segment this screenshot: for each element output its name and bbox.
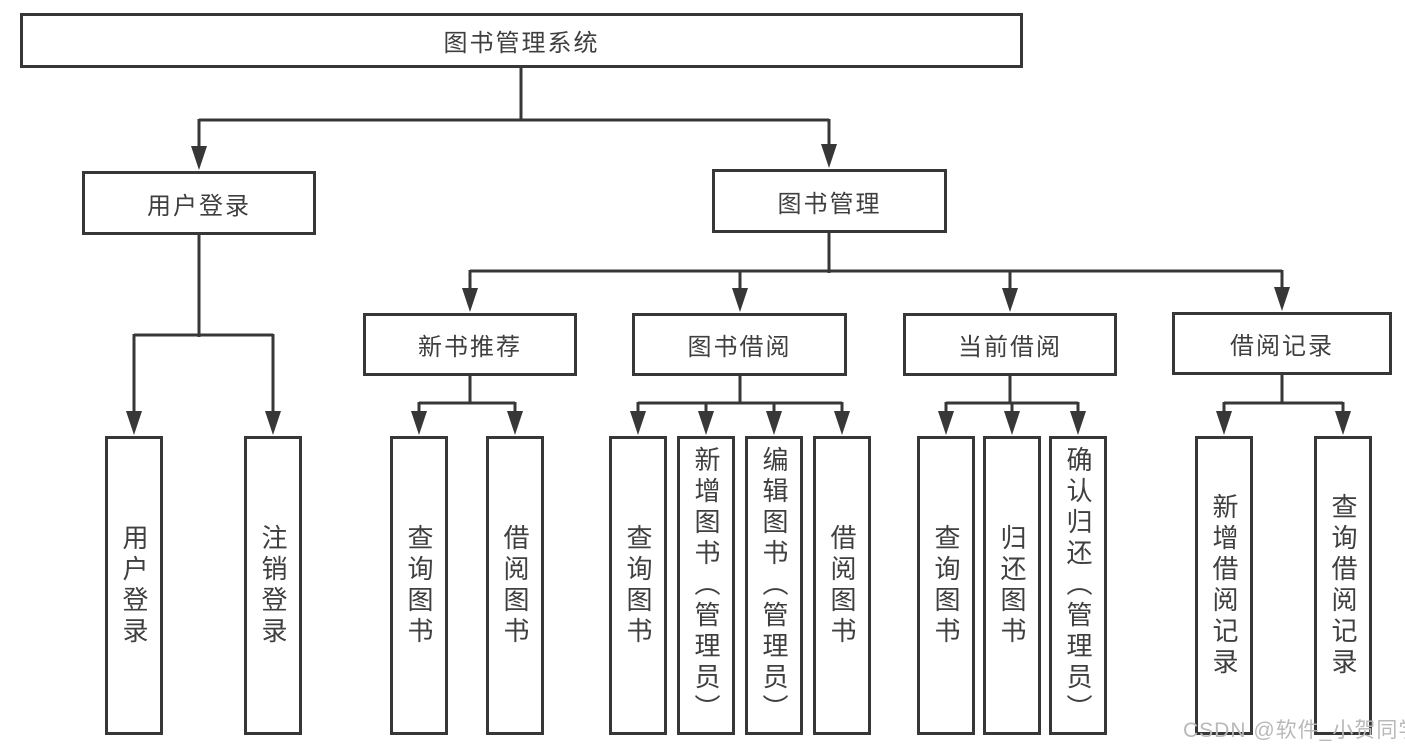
node-book-borrowing: 图书借阅 [632,313,847,376]
node-book-borrowing-label: 图书借阅 [687,334,792,361]
leaf-add-borrow-record-label: 新增借阅记录 [1209,492,1239,679]
leaf-query-books-borrowing: 查询图书 [609,436,667,735]
node-root-label: 图书管理系统 [443,30,600,57]
leaf-user-login: 用户登录 [105,436,163,735]
node-user-login-branch: 用户登录 [82,171,316,235]
leaf-return-books-label: 归还图书 [997,523,1027,648]
leaf-add-borrow-record: 新增借阅记录 [1195,436,1253,735]
node-user-login-branch-label: 用户登录 [147,192,251,220]
leaf-confirm-return-admin: 确认归还（管理员） [1049,436,1107,735]
leaf-query-borrow-record: 查询借阅记录 [1314,436,1372,735]
leaf-logout-label: 注销登录 [258,523,288,648]
node-new-book-recommend-label: 新书推荐 [418,334,522,361]
leaf-query-books-current: 查询图书 [917,436,975,735]
node-current-borrowing-label: 当前借阅 [958,334,1062,361]
leaf-query-books-current-label: 查询图书 [931,523,961,648]
leaf-user-login-label: 用户登录 [119,523,149,648]
node-new-book-recommend: 新书推荐 [363,313,577,376]
node-book-management-label: 图书管理 [777,190,882,218]
leaf-add-books-admin-label: 新增图书（管理员） [691,446,721,725]
leaf-edit-books-admin: 编辑图书（管理员） [745,436,803,735]
node-borrowing-records: 借阅记录 [1172,312,1392,375]
leaf-query-books-borrowing-label: 查询图书 [623,523,653,648]
leaf-query-books-recommend-label: 查询图书 [404,523,434,648]
leaf-borrow-books-borrowing: 借阅图书 [813,436,871,735]
leaf-query-borrow-record-label: 查询借阅记录 [1328,492,1358,679]
node-book-management: 图书管理 [712,169,947,233]
node-borrowing-records-label: 借阅记录 [1230,333,1334,360]
leaf-borrow-books-borrowing-label: 借阅图书 [827,523,857,648]
leaf-query-books-recommend: 查询图书 [390,436,448,735]
leaf-logout: 注销登录 [244,436,302,735]
node-current-borrowing: 当前借阅 [903,313,1117,376]
leaf-edit-books-admin-label: 编辑图书（管理员） [759,446,789,725]
leaf-return-books: 归还图书 [983,436,1041,735]
leaf-borrow-books-recommend-label: 借阅图书 [500,523,530,648]
leaf-add-books-admin: 新增图书（管理员） [677,436,735,735]
leaf-confirm-return-admin-label: 确认归还（管理员） [1063,446,1093,725]
leaf-borrow-books-recommend: 借阅图书 [486,436,544,735]
csdn-watermark: CSDN @软件_小贺同学 [1183,719,1405,742]
node-root-library-system: 图书管理系统 [20,13,1023,68]
